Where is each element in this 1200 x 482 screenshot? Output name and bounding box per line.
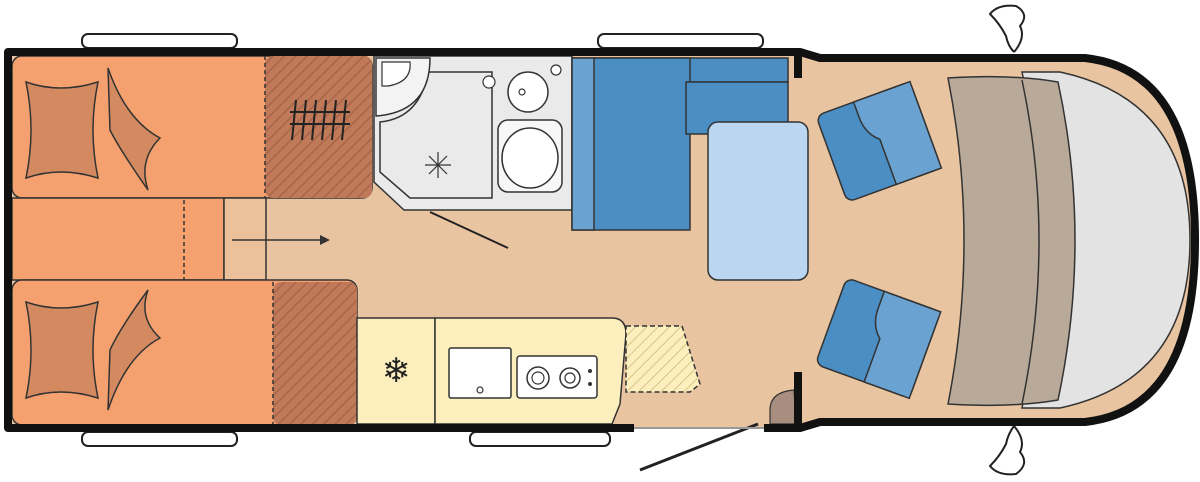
cab-seat-top [817, 80, 943, 201]
mirror-bottom-icon [988, 425, 1026, 476]
burner-right-inner [564, 372, 576, 384]
window-rear-top [81, 33, 238, 49]
rear-bed-top-hatched [265, 56, 372, 198]
outer-wall [4, 48, 1199, 432]
tap-icon-small [550, 64, 562, 76]
burner-left-inner [531, 371, 545, 385]
rear-bed-step [223, 197, 267, 281]
wardrobe-hanger-icon [290, 99, 350, 141]
sink-drain [476, 386, 484, 394]
step-arrow-head [320, 235, 330, 245]
blanket-top [107, 67, 162, 191]
shower-drain-icon [425, 152, 451, 178]
dashboard-inner [1021, 79, 1040, 405]
dinette-table [707, 121, 809, 281]
counter-extension [625, 325, 701, 393]
toilet-icon [501, 127, 559, 189]
sink-bowl-icon [507, 71, 549, 113]
bathroom-door-swing[interactable] [429, 211, 509, 249]
blanket-bottom [107, 289, 162, 411]
entrance-door-swing[interactable] [639, 422, 759, 472]
rear-bed-middle [11, 197, 225, 281]
dinette-seat-left-back [571, 57, 595, 231]
pillow-top [24, 80, 99, 180]
snowflake-icon: ❄ [382, 351, 411, 391]
pillow-bottom [24, 300, 99, 400]
tap-icon [482, 75, 496, 89]
rear-bed-bottom-hatched [273, 282, 357, 425]
cab-seat-bottom [816, 279, 942, 400]
hob-knob-1 [588, 369, 592, 373]
window-rear-bottom [81, 431, 238, 447]
window-kitchen-bottom [469, 431, 611, 447]
sink-icon [448, 347, 512, 399]
fridge [356, 317, 436, 425]
mirror-top-icon [988, 4, 1026, 53]
hob-knob-2 [588, 382, 592, 386]
dashboard [947, 75, 1076, 407]
washbasin-icon [381, 61, 411, 87]
window-middle-top [597, 33, 764, 49]
sink-drain-icon [518, 88, 526, 96]
